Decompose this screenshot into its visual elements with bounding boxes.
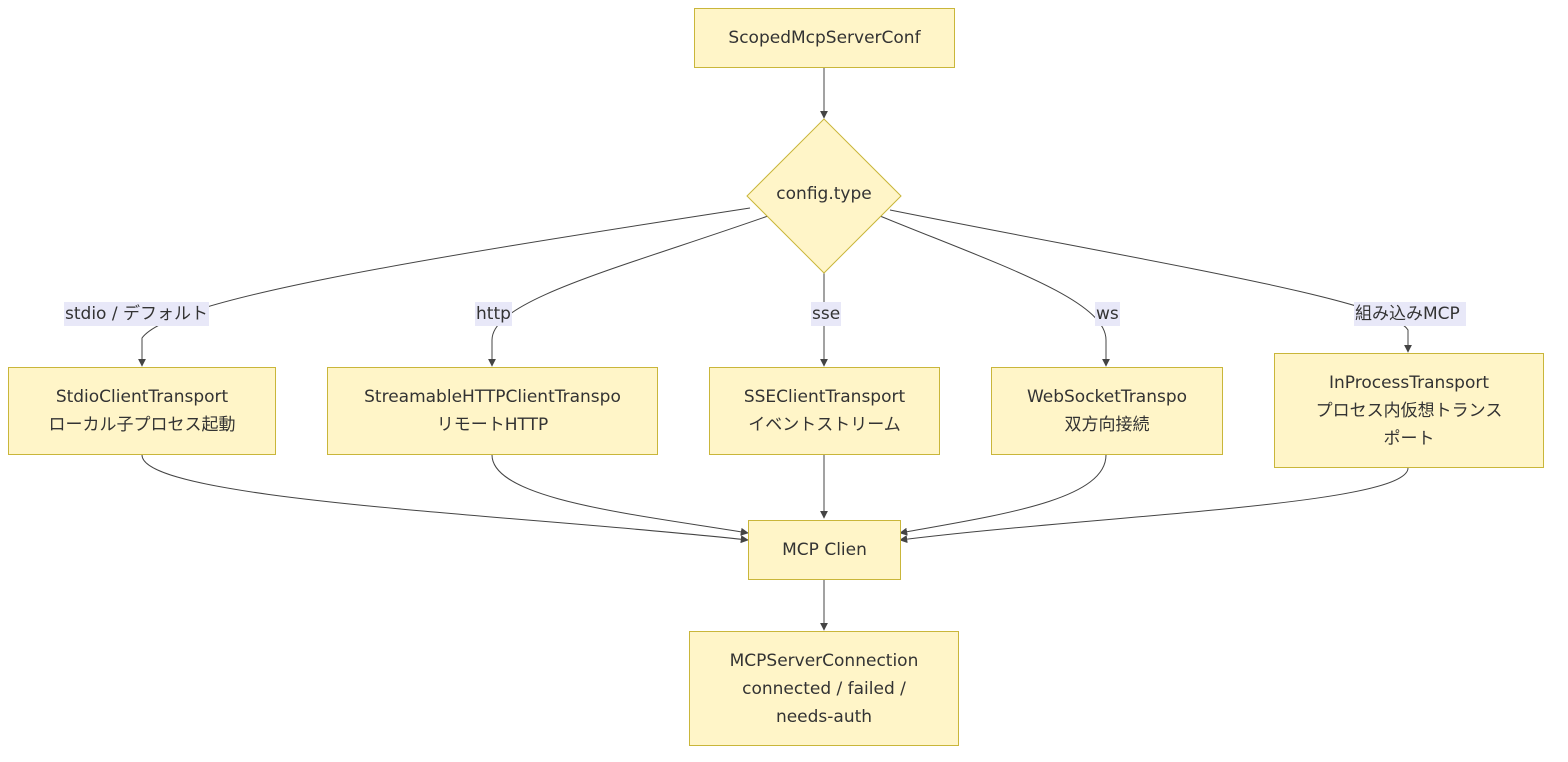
node-inprocess-transport: InProcessTransport プロセス内仮想トランス ポート xyxy=(1274,353,1544,468)
node-stdio-transport-line2: ローカル子プロセス起動 xyxy=(48,415,236,435)
edge-decision-to-http xyxy=(488,215,769,367)
node-mcp-client-line1: MCP Clien xyxy=(782,540,867,560)
node-websocket-transport: WebSocketTranspo 双方向接続 xyxy=(991,367,1223,455)
node-http-transport-line2: リモートHTTP xyxy=(436,415,549,435)
node-sse-transport-line2: イベントストリーム xyxy=(748,415,901,435)
edge-ws-to-client xyxy=(899,454,1107,536)
node-websocket-transport-line2: 双方向接続 xyxy=(1064,415,1150,435)
edge-label-http: http xyxy=(475,302,512,326)
node-scoped-config: ScopedMcpServerConf xyxy=(694,8,955,68)
node-config-type-label: config.type xyxy=(776,184,872,204)
edge-label-builtin: 組み込みMCP xyxy=(1354,302,1466,326)
node-server-connection: MCPServerConnection connected / failed /… xyxy=(689,631,959,746)
edge-decision-to-stdio xyxy=(138,207,751,367)
edge-http-to-client xyxy=(491,454,749,536)
node-stdio-transport-line1: StdioClientTransport xyxy=(55,387,229,407)
edge-label-sse: sse xyxy=(811,302,842,326)
edge-label-ws: ws xyxy=(1095,302,1120,326)
node-sse-transport-line1: SSEClientTransport xyxy=(743,387,906,407)
node-websocket-transport-line1: WebSocketTranspo xyxy=(1026,387,1188,407)
node-server-connection-line2: connected / failed / xyxy=(742,678,906,699)
node-mcp-client: MCP Clien xyxy=(748,520,901,580)
node-stdio-transport: StdioClientTransport ローカル子プロセス起動 xyxy=(8,367,276,455)
edge-decision-to-ws xyxy=(879,215,1110,367)
edge-inprocess-to-client xyxy=(899,467,1409,544)
decision-diamond xyxy=(746,118,902,274)
node-inprocess-transport-line1: InProcessTransport xyxy=(1328,372,1490,393)
node-server-connection-line1: MCPServerConnection xyxy=(729,650,919,671)
node-http-transport-line1: StreamableHTTPClientTranspo xyxy=(364,387,621,407)
node-server-connection-line3: needs-auth xyxy=(775,706,873,727)
node-http-transport: StreamableHTTPClientTranspo リモートHTTP xyxy=(327,367,658,455)
node-inprocess-transport-line2: プロセス内仮想トランス xyxy=(1315,400,1503,421)
edge-decision-to-inprocess xyxy=(889,209,1412,353)
edge-label-stdio: stdio / デフォルト xyxy=(64,302,209,326)
edge-stdio-to-client xyxy=(141,454,749,544)
node-sse-transport: SSEClientTransport イベントストリーム xyxy=(709,367,940,455)
node-scoped-config-line1: ScopedMcpServerConf xyxy=(728,28,921,48)
node-inprocess-transport-line3: ポート xyxy=(1383,428,1435,449)
